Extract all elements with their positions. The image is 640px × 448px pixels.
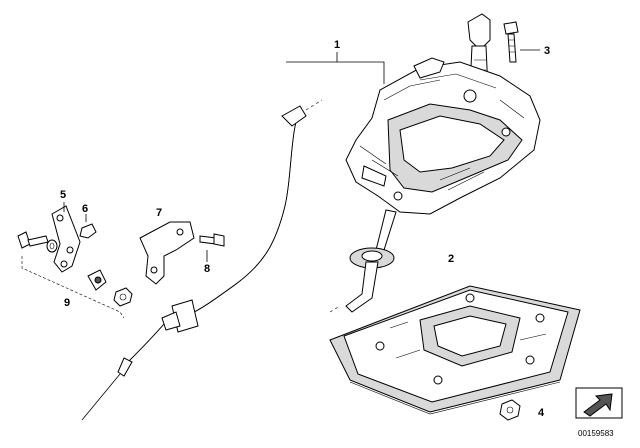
bolt-part-8 xyxy=(199,233,225,247)
ball-stud xyxy=(87,269,107,291)
callout-8: 8 xyxy=(204,263,210,275)
gear-selector-assembly xyxy=(345,13,541,215)
arrow-icon xyxy=(575,387,623,419)
base-plate xyxy=(329,285,581,415)
bracket-part-7 xyxy=(139,221,195,285)
callout-3: 3 xyxy=(544,45,550,57)
callout-7: 7 xyxy=(156,207,162,219)
nut-part-4 xyxy=(499,399,521,421)
shift-cable xyxy=(81,99,341,421)
group-bracket-9 xyxy=(21,256,125,319)
boot-grommet xyxy=(345,209,397,313)
bracket-part-5 xyxy=(51,205,81,273)
callout-1: 1 xyxy=(334,39,340,51)
callout-2: 2 xyxy=(448,253,454,265)
washer-left xyxy=(46,239,58,253)
leader-lines xyxy=(63,49,540,262)
nut-part-6 xyxy=(79,223,97,239)
bolt-part-3 xyxy=(503,21,519,63)
callout-4: 4 xyxy=(538,407,545,419)
reference-number: 00159583 xyxy=(578,429,614,438)
callout-6: 6 xyxy=(82,203,88,215)
callout-5: 5 xyxy=(60,189,66,201)
callout-9: 9 xyxy=(64,297,70,309)
screw-left xyxy=(17,231,49,249)
nut-bottom-left xyxy=(113,287,133,307)
